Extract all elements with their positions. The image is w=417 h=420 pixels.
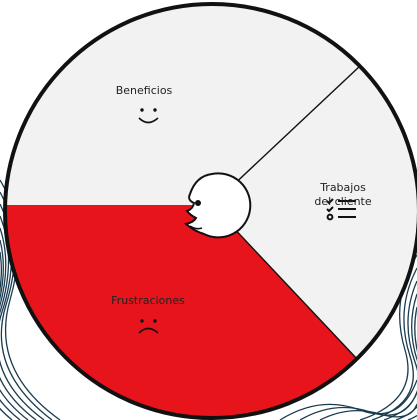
face-profile-icon: [186, 173, 250, 237]
jobs-label-line2: del cliente: [314, 195, 371, 209]
jobs-label-line1: Trabajos: [314, 181, 371, 195]
benefits-label: Beneficios: [116, 84, 173, 98]
jobs-label: Trabajos del cliente: [314, 181, 371, 209]
pains-label: Frustraciones: [111, 294, 185, 308]
